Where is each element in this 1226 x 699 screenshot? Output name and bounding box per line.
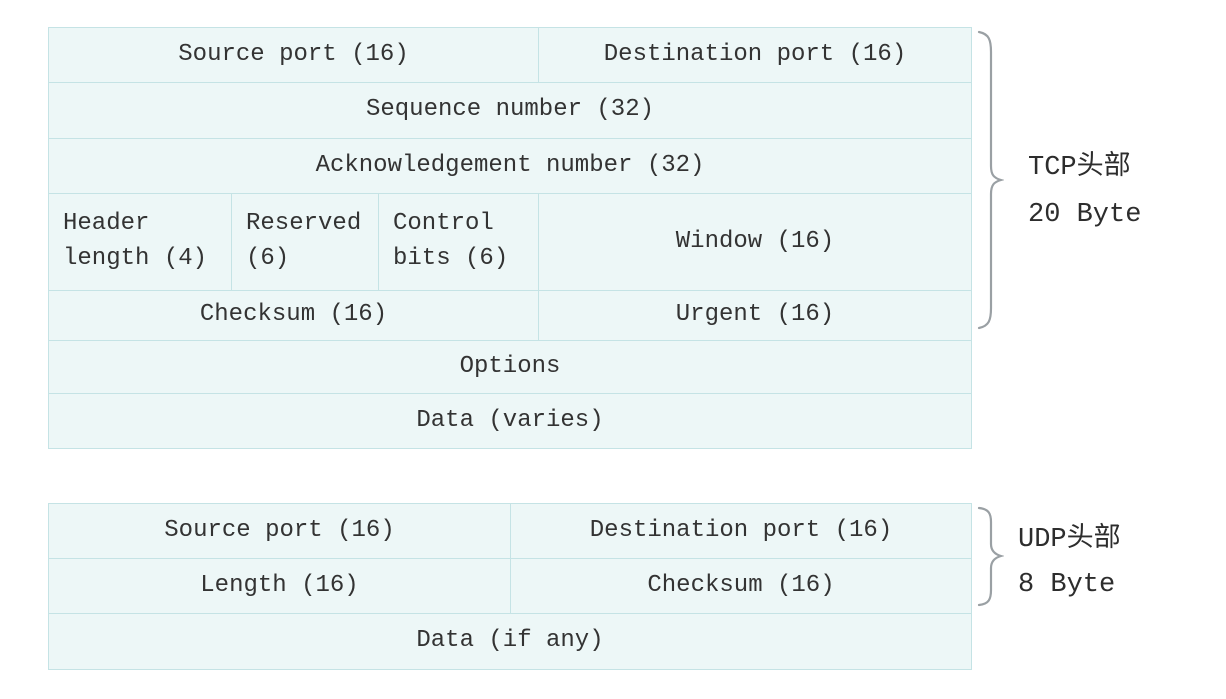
udp-annotation: UDP头部 8 Byte bbox=[1018, 518, 1121, 608]
tcp-annotation-line1: TCP头部 bbox=[1028, 153, 1131, 183]
tcp-cell-acknowledgement-number: Acknowledgement number (32) bbox=[49, 139, 971, 194]
udp-cell-data: Data (if any) bbox=[49, 614, 971, 669]
tcp-annotation: TCP头部 20 Byte bbox=[1028, 145, 1141, 239]
tcp-cell-options: Options bbox=[49, 341, 971, 394]
udp-cell-source-port: Source port (16) bbox=[49, 504, 511, 559]
udp-cell-length: Length (16) bbox=[49, 559, 511, 614]
tcp-cell-data: Data (varies) bbox=[49, 394, 971, 448]
udp-header-table: Source port (16) Destination port (16) L… bbox=[48, 503, 972, 670]
tcp-cell-control-bits: Control bits (6) bbox=[379, 194, 539, 291]
tcp-brace bbox=[977, 30, 1004, 330]
tcp-cell-sequence-number: Sequence number (32) bbox=[49, 83, 971, 139]
tcp-cell-window: Window (16) bbox=[539, 194, 971, 291]
tcp-header-table: Source port (16) Destination port (16) S… bbox=[48, 27, 972, 449]
tcp-cell-destination-port: Destination port (16) bbox=[539, 28, 971, 83]
tcp-cell-urgent: Urgent (16) bbox=[539, 291, 971, 341]
udp-cell-checksum: Checksum (16) bbox=[511, 559, 971, 614]
tcp-annotation-line2: 20 Byte bbox=[1028, 200, 1142, 230]
tcp-cell-checksum: Checksum (16) bbox=[49, 291, 539, 341]
udp-cell-destination-port: Destination port (16) bbox=[511, 504, 971, 559]
tcp-cell-header-length: Header length (4) bbox=[49, 194, 232, 291]
tcp-cell-source-port: Source port (16) bbox=[49, 28, 539, 83]
tcp-cell-reserved: Reserved (6) bbox=[232, 194, 379, 291]
udp-annotation-line1: UDP头部 bbox=[1018, 525, 1121, 555]
udp-annotation-line2: 8 Byte bbox=[1018, 570, 1116, 600]
udp-brace bbox=[977, 506, 1004, 607]
